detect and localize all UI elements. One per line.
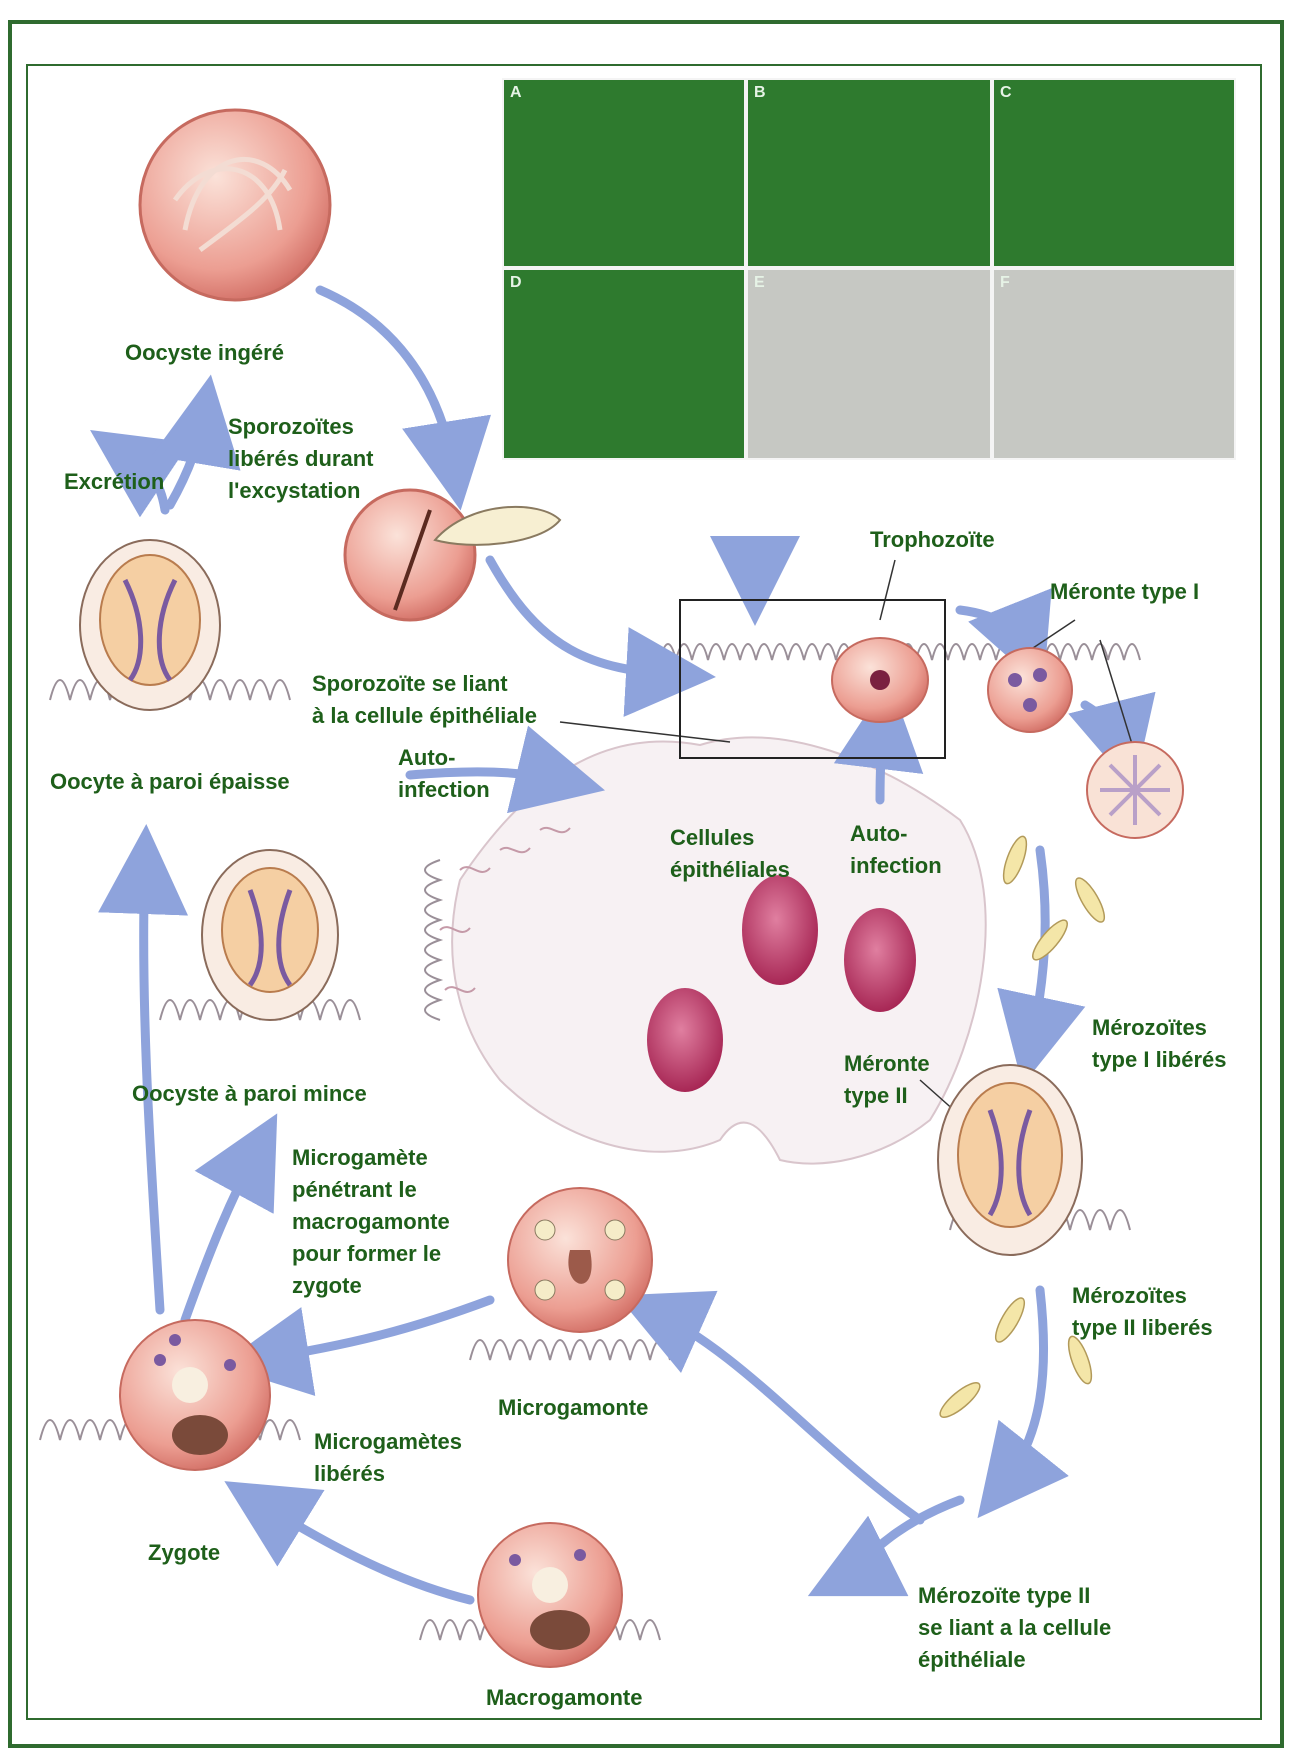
label-oocyste-paroi-mince: Oocyste à paroi mince	[132, 1078, 367, 1110]
panel-letter-b: B	[754, 84, 766, 102]
label-macrogamonte: Macrogamonte	[486, 1682, 642, 1714]
label-auto-infection-2: Auto- infection	[850, 818, 942, 882]
label-trophozoite: Trophozoïte	[870, 524, 995, 556]
arrow-icon	[840, 1500, 960, 1580]
label-merozoite-type-2-liant: Mérozoïte type II se liant a la cellule …	[918, 1580, 1111, 1676]
label-merozoites-type-1: Mérozoïtes type I libérés	[1092, 1012, 1227, 1076]
panel-letter-f: F	[1000, 274, 1010, 292]
trophozoite-cell	[832, 638, 928, 722]
micrograph-panel-d: D	[502, 268, 746, 460]
label-auto-infection-1: Auto- infection	[398, 742, 490, 806]
microgamonte-cell	[508, 1188, 652, 1332]
panel-letter-c: C	[1000, 84, 1012, 102]
panel-letter-a: A	[510, 84, 522, 102]
micrograph-panel-c: C	[992, 78, 1236, 268]
oocyste-paroi-mince-cell	[202, 850, 338, 1020]
label-meronte-type-2: Méronte type II	[844, 1048, 930, 1112]
micrograph-panel-f: F	[992, 268, 1236, 460]
arrow-icon	[255, 1300, 490, 1360]
nucleus-2	[844, 908, 916, 1012]
arrow-icon	[185, 1145, 260, 1320]
arrow-icon	[170, 410, 205, 505]
label-microgamete-penetrant: Microgamète pénétrant le macrogamonte po…	[292, 1142, 450, 1302]
label-merozoites-type-2: Mérozoïtes type II liberés	[1072, 1280, 1213, 1344]
nucleus-3	[647, 988, 723, 1092]
label-excretion: Excrétion	[64, 466, 164, 498]
label-microgametes-liberes: Microgamètes libérés	[314, 1426, 462, 1490]
panel-letter-e: E	[754, 274, 765, 292]
oocyste-ingere-cell	[140, 110, 330, 300]
panel-letter-d: D	[510, 274, 522, 292]
meronte-type-2-cell	[938, 1065, 1082, 1255]
label-oocyste-ingere: Oocyste ingéré	[125, 337, 284, 369]
oocyte-paroi-epaisse-cell	[80, 540, 220, 710]
label-sporozoites-liberes: Sporozoïtes libérés durant l'excystation	[228, 411, 373, 507]
label-microgamonte: Microgamonte	[498, 1392, 648, 1424]
excysting-oocyst-cell	[345, 490, 560, 620]
meronte-type-1-mature-cell	[1087, 742, 1183, 838]
zygote-cell	[120, 1320, 270, 1470]
label-meronte-type-1: Méronte type I	[1050, 576, 1199, 608]
nucleus-1	[742, 875, 818, 985]
arrow-icon	[960, 610, 1030, 655]
label-cellules-epitheliales: Cellules épithéliales	[670, 822, 790, 886]
arrow-icon	[255, 1500, 470, 1600]
label-zygote: Zygote	[148, 1537, 220, 1569]
macrogamonte-cell	[478, 1523, 622, 1667]
micrograph-panel-a: A	[502, 78, 746, 268]
arrow-icon	[650, 1310, 920, 1520]
meronte-type-1-cell	[988, 648, 1072, 732]
arrow-icon	[490, 560, 680, 675]
label-sporozoite-se-liant: Sporozoïte se liant à la cellule épithél…	[312, 668, 537, 732]
micrograph-panel-b: B	[746, 78, 992, 268]
label-oocyte-paroi-epaisse: Oocyte à paroi épaisse	[50, 766, 290, 798]
micrograph-panel-e: E	[746, 268, 992, 460]
